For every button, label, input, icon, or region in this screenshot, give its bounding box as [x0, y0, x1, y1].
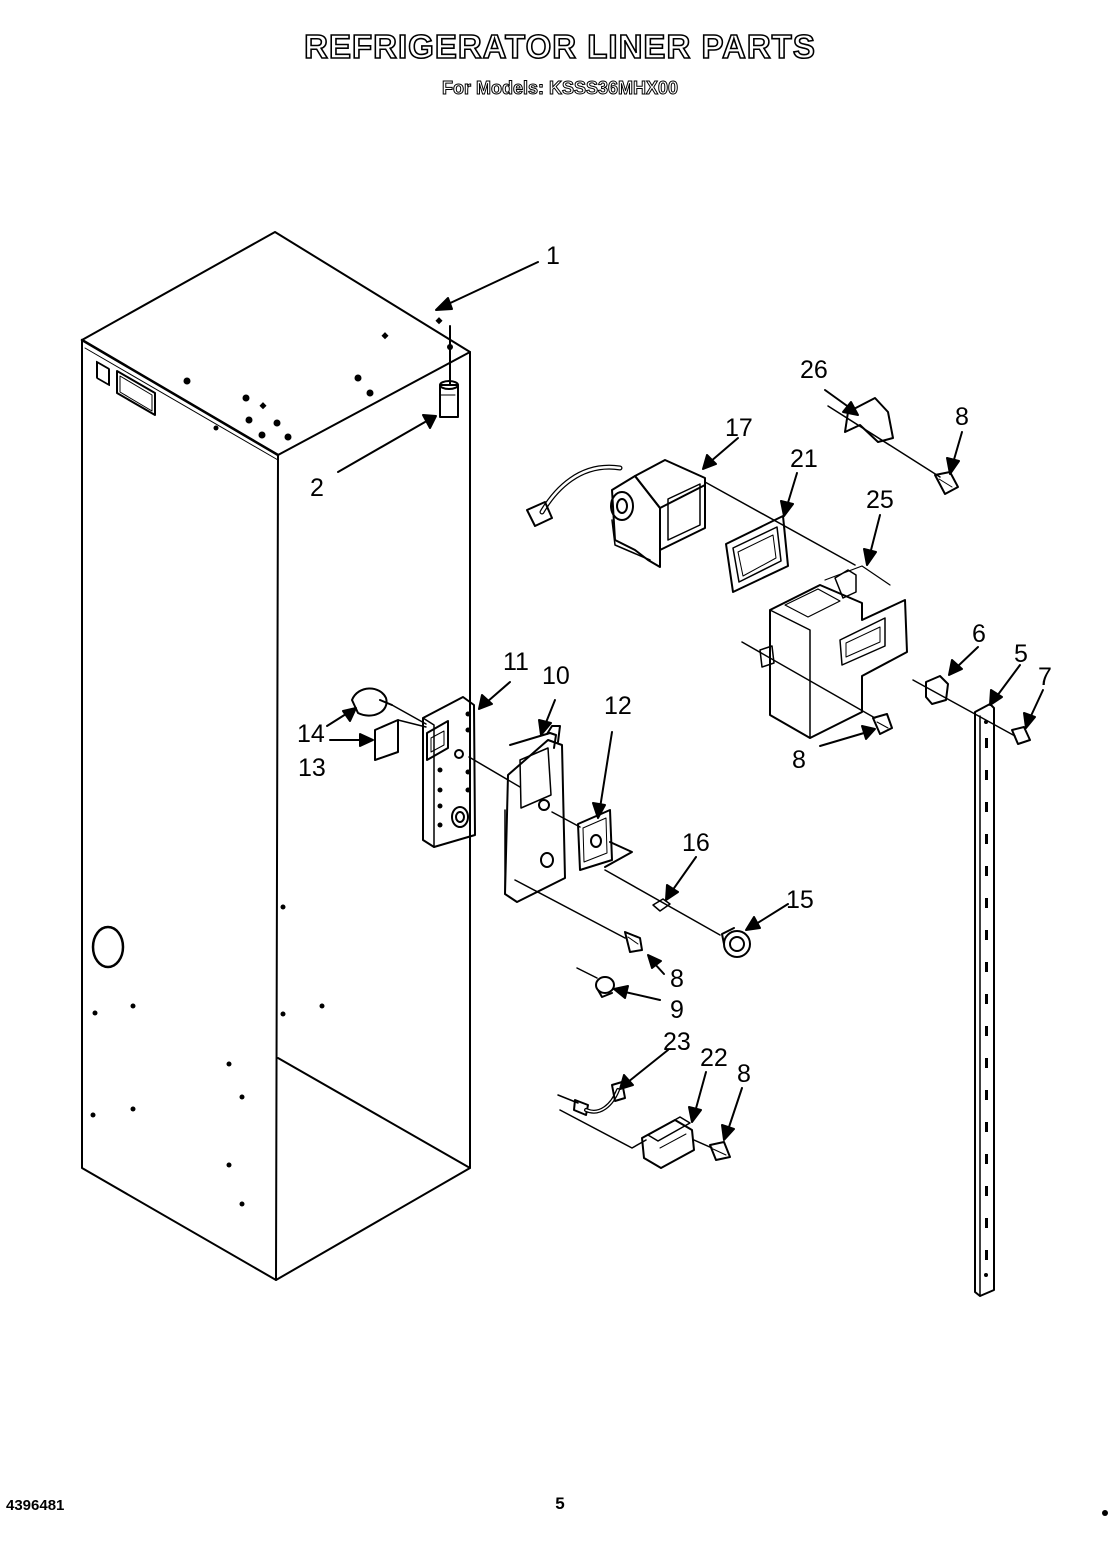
callout-16: 16	[682, 829, 710, 857]
part-17-light-switch-housing	[526, 459, 856, 568]
callout-1: 1	[546, 242, 560, 270]
page-title: REFRIGERATOR LINER PARTS	[303, 27, 816, 66]
callout-12: 12	[604, 692, 632, 720]
part-6-bumper	[925, 675, 949, 705]
part-9-plug	[576, 967, 615, 998]
callout-15: 15	[786, 886, 814, 914]
part-22-light-socket	[641, 1116, 713, 1169]
leader-arrows	[326, 261, 1044, 1141]
model-subtitle: For Models: KSSS36MHX00	[441, 78, 679, 99]
callout-2: 2	[310, 474, 324, 502]
callout-11: 11	[503, 648, 529, 676]
part-16-clip	[604, 869, 721, 936]
callout-6: 6	[972, 620, 986, 648]
callout-21: 21	[790, 445, 818, 473]
part-8-screw-lower	[514, 879, 643, 953]
callout-labels: 1 2 5 6 7 8 8 8 8 9 10 11 12 13 14 15 16…	[297, 242, 1052, 1088]
callout-22: 22	[700, 1044, 728, 1072]
part-26-clip	[827, 397, 941, 478]
part-2-fitting	[439, 325, 459, 418]
refrigerator-liner	[80, 231, 471, 1281]
callout-23: 23	[663, 1028, 691, 1056]
part-8-screw-socket	[709, 1141, 731, 1161]
part-23-wire-harness	[557, 1081, 647, 1149]
callout-26: 26	[800, 356, 828, 384]
callout-14: 14	[297, 720, 325, 748]
callout-8-cover: 8	[792, 746, 806, 774]
part-13-label	[374, 719, 427, 761]
callout-8-upper: 8	[955, 403, 969, 431]
page-number: 5	[555, 1494, 565, 1513]
part-11-bracket	[422, 696, 476, 848]
part-5-shelf-standard	[912, 679, 1016, 1297]
callout-10: 10	[542, 662, 570, 690]
part-8-screw-upper	[934, 471, 959, 495]
callout-13: 13	[298, 754, 326, 782]
part-8-screw-cover	[872, 713, 893, 735]
callout-17: 17	[725, 414, 753, 442]
document-number: 4396481	[6, 1497, 65, 1514]
part-21-lens-gasket	[725, 515, 789, 593]
callout-8-socket: 8	[737, 1060, 751, 1088]
part-25-light-cover	[741, 565, 908, 739]
callout-9: 9	[670, 996, 684, 1024]
callout-5: 5	[1014, 640, 1028, 668]
callout-7: 7	[1038, 663, 1052, 691]
part-7-screw	[1011, 726, 1031, 745]
part-14-knob	[351, 687, 427, 725]
callout-8-lower: 8	[670, 965, 684, 993]
part-15-grommet	[721, 927, 751, 958]
callout-25: 25	[866, 486, 894, 514]
part-10-mounting-plate	[468, 725, 566, 903]
